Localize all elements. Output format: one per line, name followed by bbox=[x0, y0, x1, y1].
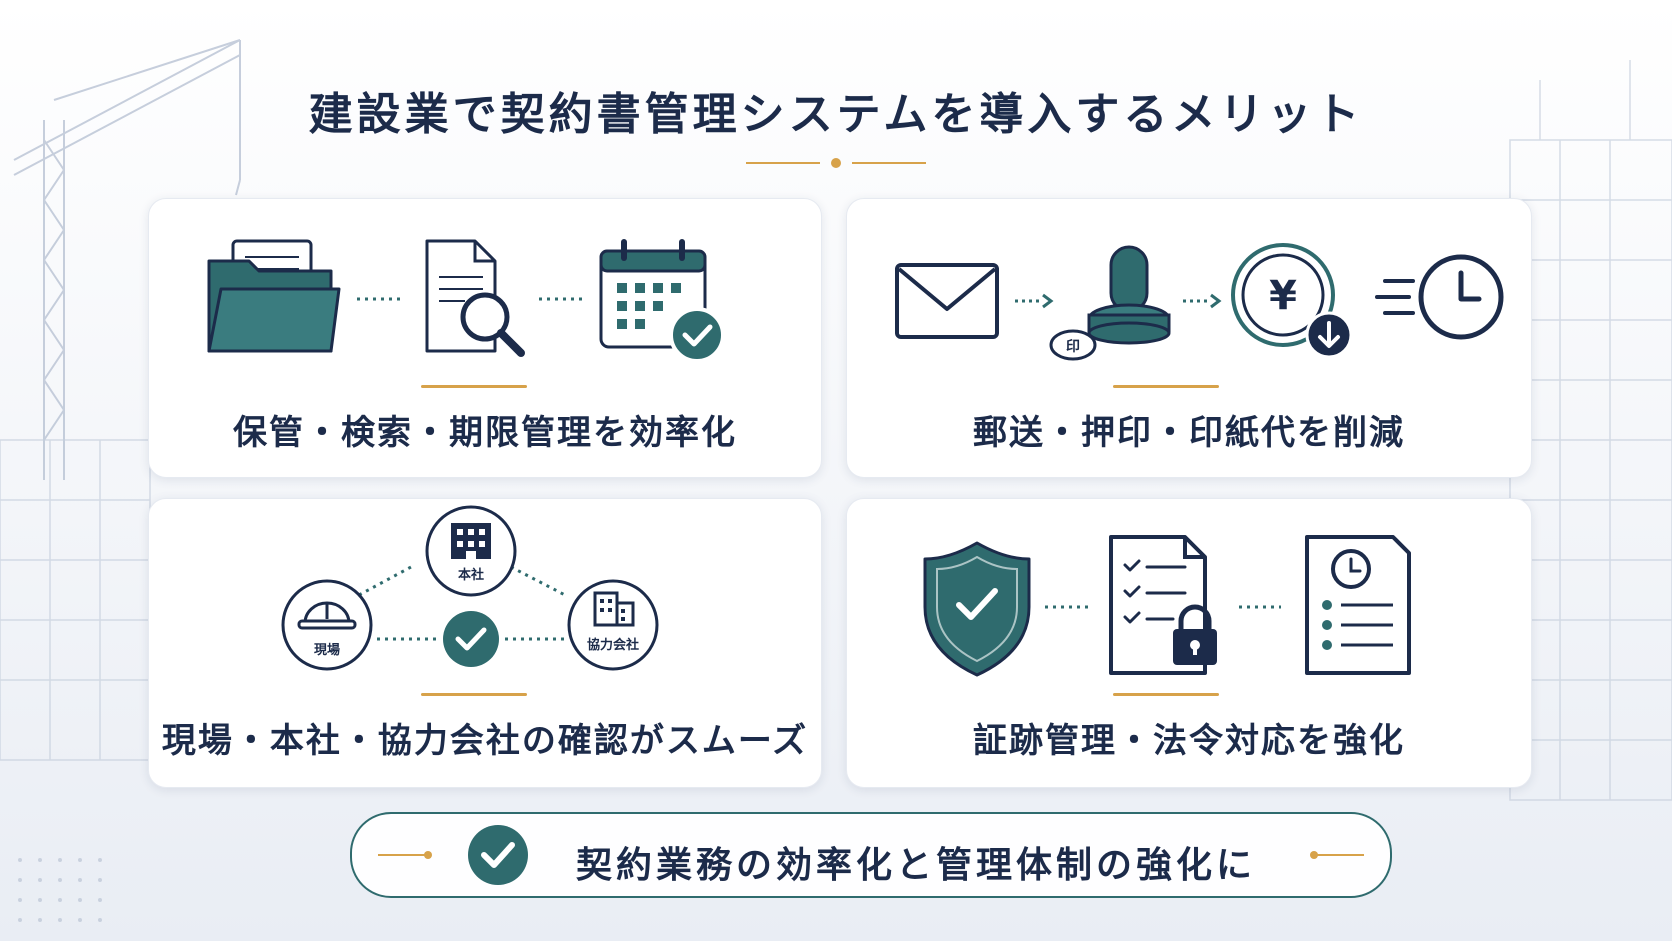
arrow-right-icon bbox=[1183, 293, 1222, 309]
card-divider bbox=[421, 385, 527, 388]
building-icon bbox=[451, 523, 491, 559]
page-title: 建設業で契約書管理システムを導入するメリット bbox=[308, 89, 1364, 140]
card-label: 現場・本社・協力会社の確認がスムーズ bbox=[161, 721, 809, 761]
clock-document-icon bbox=[1305, 535, 1411, 675]
check-circle-icon bbox=[468, 825, 528, 885]
yen-down-icon: ¥ bbox=[1231, 243, 1353, 359]
card-divider bbox=[421, 693, 527, 696]
envelope-icon bbox=[895, 263, 999, 339]
document-search-icon bbox=[425, 239, 525, 357]
site-node: 現場 bbox=[281, 579, 373, 671]
benefit-card-compliance: 証跡管理・法令対応を強化 bbox=[846, 498, 1532, 788]
site-label: 現場 bbox=[314, 642, 340, 658]
seal-stamp-icon: 印 bbox=[1049, 245, 1171, 361]
card-divider bbox=[1113, 385, 1219, 388]
title-divider bbox=[746, 158, 926, 168]
benefit-card-storage: 保管・検索・期限管理を効率化 bbox=[148, 198, 822, 478]
shield-check-icon bbox=[923, 541, 1031, 677]
checklist-lock-icon bbox=[1109, 535, 1217, 675]
benefit-card-collaboration: 現場 本社 bbox=[148, 498, 822, 788]
seal-text: 印 bbox=[1066, 338, 1080, 355]
banner-text: 契約業務の効率化と管理体制の強化に bbox=[576, 844, 1257, 886]
arrow-right-icon bbox=[1015, 293, 1054, 309]
partners-label: 協力会社 bbox=[587, 637, 639, 653]
folder-icon bbox=[207, 239, 341, 353]
head-office-node: 本社 bbox=[425, 505, 517, 597]
fast-clock-icon bbox=[1375, 254, 1504, 340]
benefit-card-cost: 印 ¥ 郵送・押印・印紙代を削減 bbox=[846, 198, 1532, 478]
partner-building-icon bbox=[593, 591, 635, 627]
card-divider bbox=[1113, 693, 1219, 696]
calendar-check-icon bbox=[599, 239, 725, 363]
hardhat-icon bbox=[297, 601, 357, 630]
head-office-label: 本社 bbox=[458, 567, 484, 583]
check-circle-icon bbox=[443, 611, 499, 667]
svg-text:¥: ¥ bbox=[1269, 273, 1297, 319]
card-label: 証跡管理・法令対応を強化 bbox=[973, 721, 1405, 761]
card-label: 保管・検索・期限管理を効率化 bbox=[233, 413, 737, 453]
partners-node: 協力会社 bbox=[567, 579, 659, 671]
card-label: 郵送・押印・印紙代を削減 bbox=[973, 413, 1405, 453]
summary-banner bbox=[350, 812, 1392, 898]
